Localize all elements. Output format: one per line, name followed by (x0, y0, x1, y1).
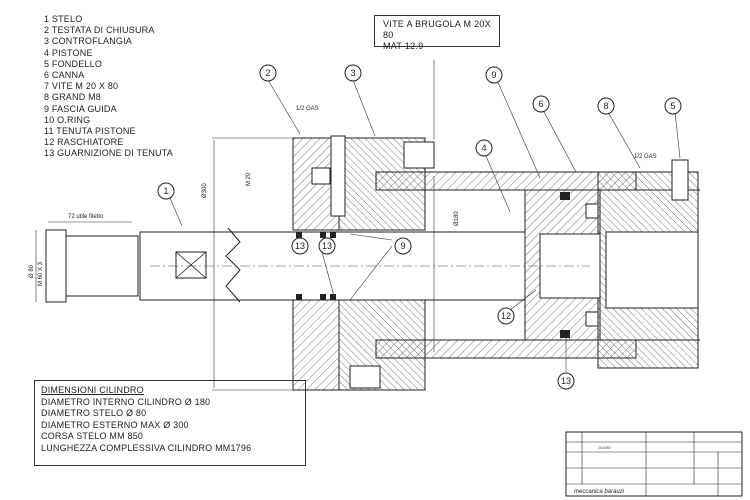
callout-balloon (259, 64, 277, 82)
callout-number: 1 (163, 186, 168, 196)
outer-diameter-label: Ø300 (202, 183, 208, 198)
callout-numbers: 1 2 3 4 5 6 8 9 9 12 13 13 13 (163, 68, 675, 386)
callout-balloon (157, 182, 175, 200)
callout-number: 4 (481, 143, 486, 153)
parts-list-item: 12 RASCHIATORE (44, 137, 124, 148)
callout-number: 9 (400, 241, 405, 251)
parts-list-item: 8 GRAND M8 (44, 92, 102, 103)
parts-list-item: 10 O.RING (44, 114, 91, 125)
cylinder-dimensions-box: DIMENSIONI CILINDRO DIAMETRO INTERNO CIL… (34, 380, 306, 466)
callout-balloon (291, 237, 309, 255)
callout-number: 13 (295, 241, 305, 251)
callout-balloon (475, 139, 493, 157)
head-block (292, 135, 435, 391)
dimension-line: DIAMETRO INTERNO CILINDRO Ø 180 (41, 396, 211, 407)
callout-balloon (664, 97, 682, 115)
rod-diameter-label: Ø 80 (29, 264, 35, 278)
callout-balloon (485, 66, 503, 84)
callout-balloons (157, 64, 682, 390)
parts-list: 1 STELO 2 TESTATA DI CHIUSURA 3 CONTROFL… (44, 14, 173, 160)
callout-balloon (344, 64, 362, 82)
callout-balloon (557, 372, 575, 390)
dimension-line: CORSA STELO MM 850 (41, 431, 144, 441)
callout-number: 9 (491, 70, 496, 80)
screw-note-line: MAT 12.9 (383, 41, 424, 51)
parts-list-item: 6 CANNA (44, 70, 85, 81)
callout-number: 8 (603, 101, 608, 111)
rod-thread-label: M 60 X 3 (38, 261, 44, 286)
drawing-number: 2020/80 (598, 446, 611, 450)
parts-list-item: 3 CONTROFLANGIA (44, 36, 133, 47)
bore-diameter-label: Ø180 (454, 211, 460, 226)
callout-number: 3 (350, 68, 355, 78)
callout-number: 6 (538, 99, 543, 109)
dimensions-heading: DIMENSIONI CILINDRO (41, 385, 144, 395)
callout-number: 12 (501, 311, 511, 321)
screw-note-box: VITE A BRUGOLA M 20X 80 MAT 12.9 (374, 15, 500, 51)
company-name: meccanica barauzi (574, 489, 625, 495)
parts-list-item: 1 STELO (44, 14, 83, 24)
callout-number: 2 (265, 68, 270, 78)
callout-number: 13 (322, 241, 332, 251)
callout-balloon (532, 95, 550, 113)
parts-list-item: 9 FASCIA GUIDA (44, 103, 117, 114)
callout-balloon (497, 307, 515, 325)
title-block: 2020/80 meccanica barauzi (565, 431, 743, 497)
piston (524, 189, 601, 341)
parts-list-item: 4 PISTONE (44, 47, 93, 58)
screw-note-line: VITE A BRUGOLA M 20X 80 (383, 19, 492, 40)
parts-list-item: 11 TENUTA PISTONE (44, 126, 136, 137)
callout-number: 13 (561, 376, 571, 386)
dimension-line: DIAMETRO STELO Ø 80 (41, 408, 147, 418)
gas-port-label: 1/2 GAS (634, 154, 657, 160)
callout-balloon (597, 97, 615, 115)
end-cap (597, 159, 699, 369)
dimension-line: DIAMETRO ESTERNO MAX Ø 300 (41, 419, 189, 430)
callout-number: 5 (670, 101, 675, 111)
piston-rod (45, 227, 590, 303)
thread-size-label: M 20 (246, 172, 252, 186)
parts-list-item: 13 GUARNIZIONE DI TENUTA (44, 148, 173, 159)
dimension-lines (35, 60, 681, 391)
dimension-line: LUNGHEZZA COMPLESSIVA CILINDRO MM1796 (41, 442, 252, 453)
gas-port-label: 1/2 GAS (296, 106, 319, 112)
parts-list-item: 5 FONDELLO (44, 58, 103, 69)
parts-list-item: 7 VITE M 20 X 80 (44, 81, 119, 92)
callout-balloon (394, 237, 412, 255)
thread-length-label: 72 utile filetto (68, 214, 104, 220)
parts-list-item: 2 TESTATA DI CHIUSURA (44, 25, 155, 36)
callout-balloon (318, 237, 336, 255)
